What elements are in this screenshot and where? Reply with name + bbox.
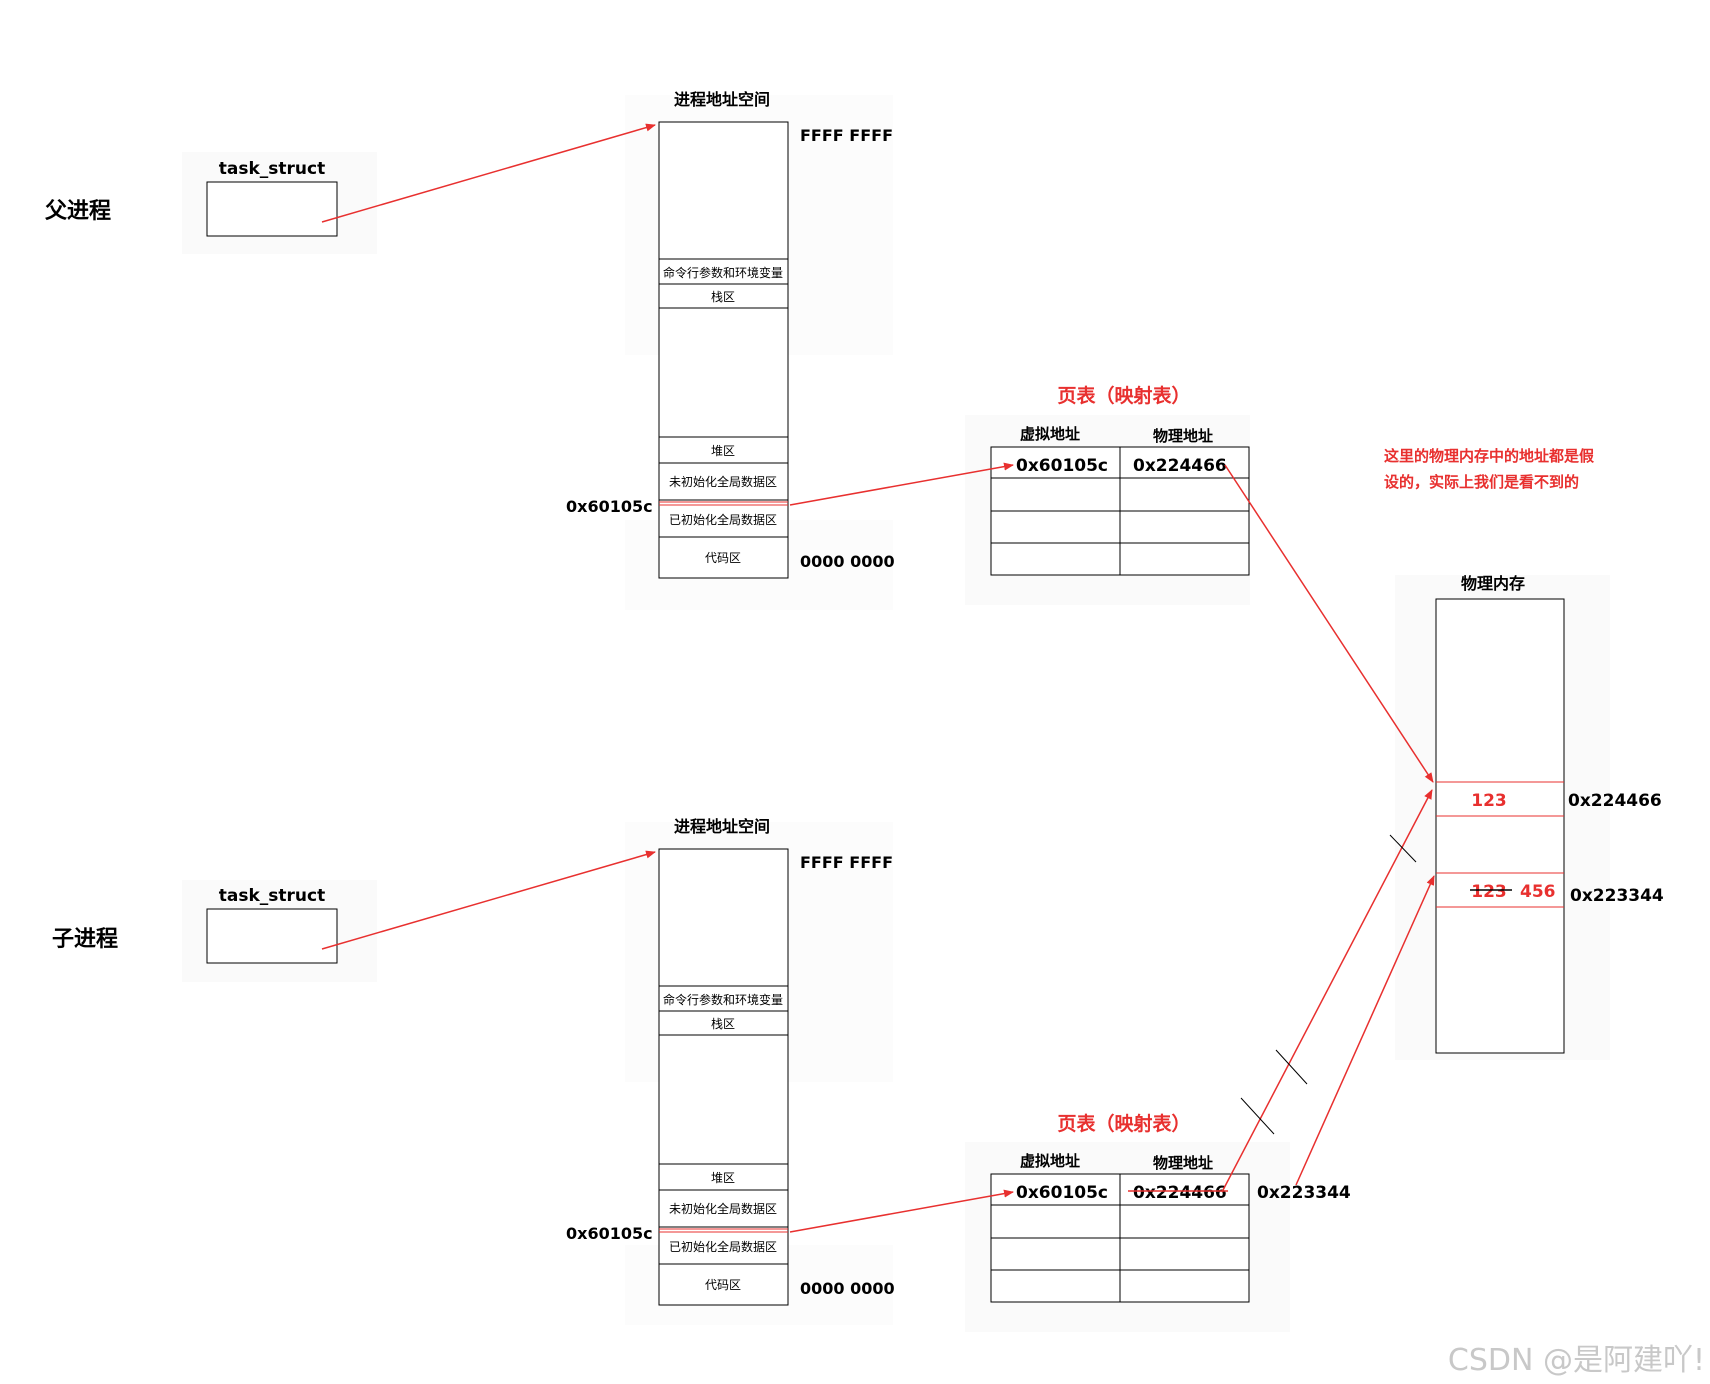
child-page-table-physical-new: 0x223344	[1257, 1183, 1351, 1203]
note-line2: 设的，实际上我们是看不到的	[1384, 473, 1579, 491]
child-page-table-virtual: 0x60105c	[1016, 1183, 1108, 1203]
parent-task-struct: task_struct	[182, 152, 377, 254]
physical-memory-cell2-address: 0x223344	[1570, 886, 1664, 906]
arrow-parent-space-to-table	[789, 462, 1014, 506]
physical-memory-cell2-new-value: 456	[1520, 882, 1556, 902]
child-segment-heap: 堆区	[711, 1171, 735, 1185]
parent-process-label: 父进程	[45, 199, 111, 224]
child-task-struct-box	[206, 908, 338, 964]
physical-memory-cell1-address: 0x224466	[1568, 791, 1662, 811]
arrow-parent-table-to-memory	[1224, 464, 1434, 783]
child-process-group: 子进程 task_struct 进程地址空间 命令行参数和环境变量 栈区 堆区 …	[52, 817, 1351, 1332]
parent-page-table-header-virtual: 虚拟地址	[1020, 425, 1080, 443]
parent-address-space-box	[658, 121, 789, 579]
child-task-struct-label: task_struct	[219, 886, 325, 906]
arrow-child-table-to-memory-old	[1221, 789, 1433, 1193]
cross-mark-2	[1275, 1049, 1308, 1085]
parent-page-table-header-physical: 物理地址	[1153, 427, 1213, 445]
cross-mark-3	[1240, 1097, 1275, 1135]
parent-task-struct-label: task_struct	[219, 159, 325, 179]
parent-page-table-virtual: 0x60105c	[1016, 456, 1108, 476]
note-line1: 这里的物理内存中的地址都是假	[1384, 447, 1595, 465]
child-segment-data: 已初始化全局数据区	[669, 1239, 777, 1254]
parent-segment-code: 代码区	[705, 551, 741, 565]
arrow-child-task-to-space	[321, 850, 656, 950]
parent-process-group: 父进程 task_struct 进程地址空间 命令行参数和环境变量 栈区 堆区	[45, 90, 1250, 610]
watermark: CSDN @是阿建吖!	[1448, 1343, 1705, 1378]
child-page-table-header-physical: 物理地址	[1153, 1154, 1213, 1172]
physical-memory-cell1-value: 123	[1471, 791, 1507, 811]
parent-segment-stack: 栈区	[711, 289, 735, 304]
child-address-space: 进程地址空间 命令行参数和环境变量 栈区 堆区 未初始化全局数据区 已初始化全局…	[566, 817, 895, 1325]
child-address-space-box	[658, 848, 789, 1306]
child-segment-bss: 未初始化全局数据区	[669, 1201, 777, 1216]
parent-segment-bss: 未初始化全局数据区	[669, 474, 777, 489]
child-segment-code: 代码区	[705, 1278, 741, 1292]
child-address-space-title: 进程地址空间	[674, 817, 770, 836]
parent-page-table-physical: 0x224466	[1133, 456, 1227, 476]
parent-address-space: 进程地址空间 命令行参数和环境变量 栈区 堆区 未初始化全局数据区 已初始化全局…	[566, 90, 895, 610]
child-page-table-physical-old: 0x224466	[1133, 1183, 1227, 1203]
cross-mark-1	[1389, 834, 1417, 863]
parent-bottom-address: 0000 0000	[800, 552, 895, 571]
parent-variable-address: 0x60105c	[566, 497, 653, 516]
parent-address-space-title: 进程地址空间	[674, 90, 770, 109]
child-segment-stack: 栈区	[711, 1016, 735, 1031]
physical-memory-cell2-old-value: 123	[1471, 882, 1507, 902]
parent-page-table: 页表（映射表） 虚拟地址 物理地址 0x60105c 0x224466	[965, 384, 1250, 605]
physical-memory: 物理内存 123 0x224466 123 456 0x223344	[1395, 574, 1664, 1060]
child-bottom-address: 0000 0000	[800, 1279, 895, 1298]
arrow-child-table-to-memory-new	[1295, 875, 1435, 1186]
parent-page-table-title: 页表（映射表）	[1057, 384, 1190, 407]
child-page-table-title: 页表（映射表）	[1057, 1112, 1190, 1135]
child-page-table: 页表（映射表） 虚拟地址 物理地址 0x60105c 0x224466 0x22…	[965, 1112, 1351, 1332]
arrows	[321, 123, 1435, 1233]
parent-segment-data: 已初始化全局数据区	[669, 512, 777, 527]
parent-segment-heap: 堆区	[711, 444, 735, 458]
physical-memory-box	[1435, 598, 1565, 1054]
physical-memory-title: 物理内存	[1461, 574, 1525, 593]
note: 这里的物理内存中的地址都是假 设的，实际上我们是看不到的	[1384, 447, 1595, 491]
child-segment-cmdline: 命令行参数和环境变量	[663, 992, 783, 1007]
child-variable-address: 0x60105c	[566, 1224, 653, 1243]
child-process-label: 子进程	[52, 927, 118, 952]
parent-top-address: FFFF FFFF	[800, 126, 893, 145]
child-task-struct: task_struct	[182, 880, 377, 982]
arrow-child-space-to-table	[789, 1189, 1014, 1233]
arrow-parent-task-to-space	[321, 123, 656, 223]
parent-task-struct-box	[206, 181, 338, 237]
child-page-table-header-virtual: 虚拟地址	[1020, 1152, 1080, 1170]
parent-segment-cmdline: 命令行参数和环境变量	[663, 265, 783, 280]
child-top-address: FFFF FFFF	[800, 853, 893, 872]
